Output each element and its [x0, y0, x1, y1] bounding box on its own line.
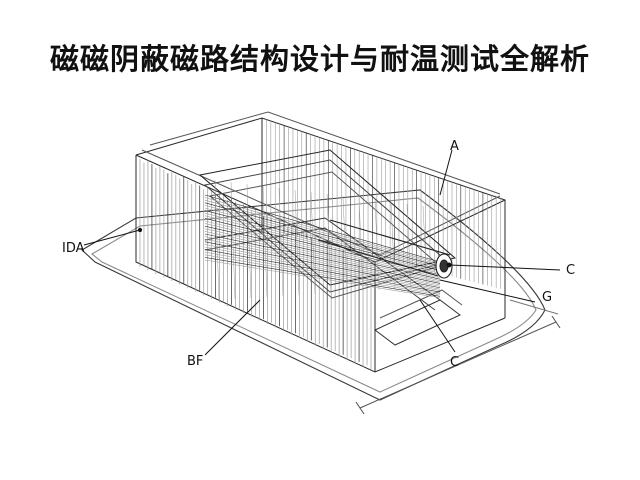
hatch-line [204, 212, 441, 273]
hatch-line [214, 179, 220, 301]
core-winding-lines [204, 179, 441, 301]
label-a: A [450, 139, 459, 154]
hatch-line [294, 189, 300, 296]
hatch-line [204, 254, 441, 296]
hatch-line [422, 205, 428, 288]
hatch-line [390, 201, 396, 290]
hatch-line [204, 194, 441, 263]
hatch-line [278, 187, 284, 297]
hatch-line [230, 181, 236, 300]
back-wall-hatching [261, 118, 506, 290]
label-c-bottom: C [450, 355, 459, 370]
hatch-line [204, 218, 441, 276]
hatch-line [246, 183, 252, 299]
hatch-line [406, 203, 412, 289]
hatch-line [204, 238, 441, 287]
hatch-line [374, 199, 380, 291]
hatch-line [204, 244, 441, 290]
label-ida: IDA [62, 241, 85, 256]
base-plate [81, 189, 561, 415]
hatch-line [358, 197, 364, 292]
hatch-line [262, 185, 268, 298]
hatch-line [204, 202, 441, 267]
hatch-line [204, 231, 441, 283]
hatch-line [204, 215, 441, 274]
hatch-line [204, 249, 441, 293]
hatch-line [342, 195, 348, 293]
hatch-line [204, 241, 441, 289]
hatch-line [204, 236, 441, 286]
label-g: G [542, 290, 552, 305]
hatch-line [204, 259, 441, 299]
hatch-line [204, 257, 441, 297]
page-title: 磁磁阴蔽磁路结构设计与耐温测试全解析 [49, 42, 590, 76]
hatch-line [204, 225, 441, 280]
hatch-line [204, 223, 441, 279]
label-bf: BF [187, 354, 203, 369]
hatch-line [204, 220, 441, 277]
cylindrical-rod [317, 219, 453, 279]
hatch-line [204, 233, 441, 284]
callout-leader-lines [83, 149, 561, 356]
hatch-line [204, 207, 441, 270]
hatch-line [204, 205, 441, 269]
hatch-line [204, 246, 441, 291]
hatch-line [204, 197, 441, 264]
hatch-line [310, 191, 316, 295]
hatch-line [204, 199, 441, 266]
hatch-line [204, 251, 441, 294]
hatch-line [204, 228, 441, 281]
label-c-right: C [566, 263, 575, 278]
hatch-line [204, 210, 441, 271]
